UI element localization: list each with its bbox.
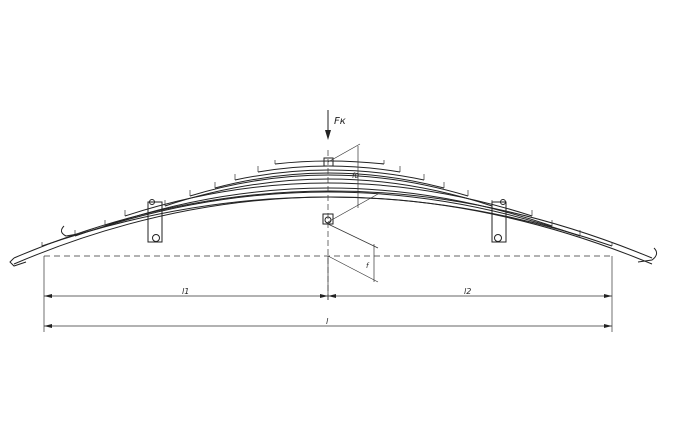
leaf-8: [214, 172, 445, 189]
dimensions: [43, 256, 613, 332]
upper-deflect-line-2: [327, 193, 379, 223]
deflect-lower-label: f: [366, 262, 370, 270]
left-clamp-top-bolt: [149, 199, 155, 205]
dim-left-label: l1: [182, 287, 189, 296]
right-hook: [637, 247, 658, 263]
right-clamp-top-bolt: [500, 199, 506, 205]
leaf-5: [124, 182, 533, 217]
left-hook: [60, 225, 79, 237]
center-bolt-top: [323, 157, 334, 167]
deflect-upper-label: f0: [352, 172, 359, 180]
force-label: Fк: [334, 116, 346, 127]
leaf-9: [234, 169, 425, 181]
right-clamp-bolt: [494, 234, 502, 242]
main-leaf-top: [13, 190, 653, 259]
leaf-step-ends: [41, 160, 613, 246]
lower-deflect-line-1: [327, 223, 379, 249]
upper-deflect-line-1: [327, 143, 361, 163]
deflection-indicators: [327, 143, 379, 283]
center-axis: [325, 110, 331, 300]
leaf-10: [257, 165, 401, 173]
leaf-11-top: [274, 160, 385, 165]
main-leaf-bottom: [13, 196, 653, 265]
lower-deflect-line-2: [327, 255, 379, 283]
dim-total-label: l: [326, 317, 329, 326]
force-arrow-head: [325, 130, 331, 140]
right-clamp: [491, 201, 507, 243]
spring-leaves: [9, 160, 658, 267]
leaf-7: [189, 174, 469, 197]
left-eye: [9, 257, 27, 267]
leaf-3: [74, 191, 581, 237]
left-clamp-bolt: [152, 234, 160, 242]
leaf-2: [41, 196, 613, 247]
dim-right-label: l2: [464, 287, 471, 296]
leaf-4: [104, 187, 553, 227]
